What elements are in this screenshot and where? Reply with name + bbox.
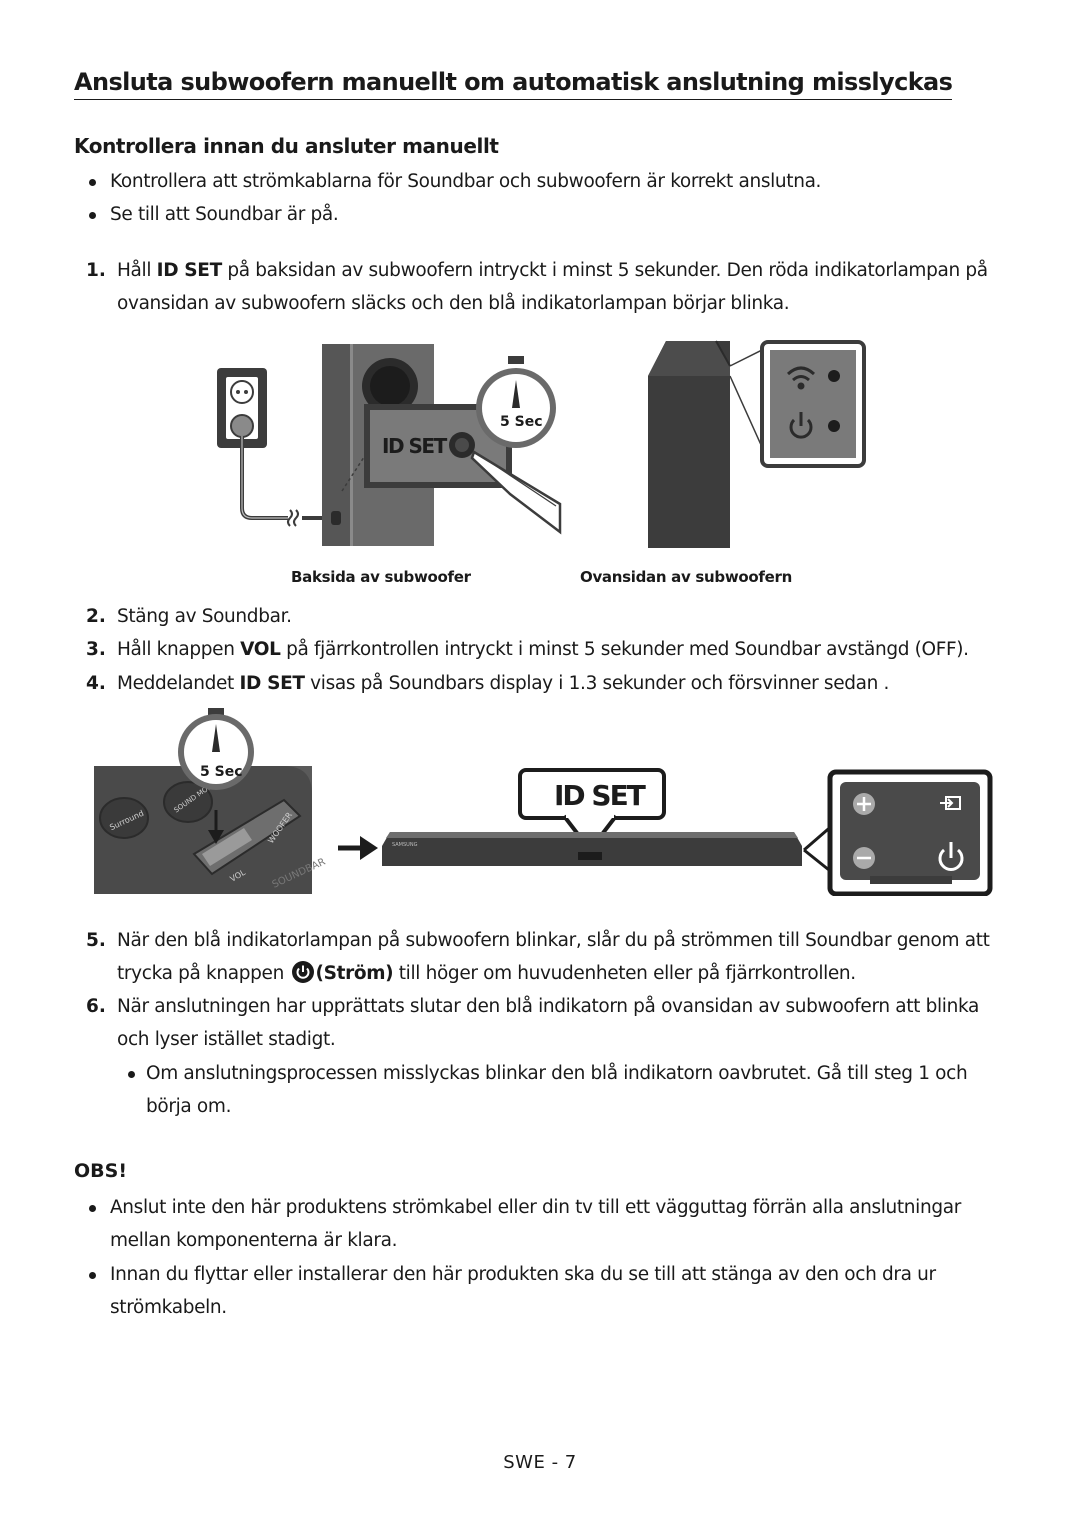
subwoofer-figure: ID SET 5 Sec <box>217 340 866 548</box>
power-icon <box>291 961 314 983</box>
step-number: 6. <box>86 996 106 1017</box>
step-6-text: När anslutningen har upprättats slutar d… <box>117 996 979 1017</box>
step-1-text: Håll ID SET på baksidan av subwoofern in… <box>117 260 988 281</box>
caption-back: Baksida av subwoofer <box>291 568 471 586</box>
step-5-text: När den blå indikatorlampan på subwoofer… <box>117 930 990 951</box>
step-5-text-cont: trycka på knappen (Ström) till höger om … <box>117 961 856 984</box>
step-number: 3. <box>86 639 106 660</box>
page-title: Ansluta subwoofern manuellt om automatis… <box>74 68 953 100</box>
obs-heading: OBS! <box>74 1160 127 1182</box>
obs-note-1-cont: mellan komponenterna är klara. <box>110 1230 398 1251</box>
plus-icon <box>853 793 875 815</box>
indicator-dot <box>828 420 840 432</box>
step-6-text-cont: och lyser istället stadigt. <box>117 1029 336 1050</box>
step-number: 2. <box>86 606 106 627</box>
step-2-text: Stäng av Soundbar. <box>117 606 292 627</box>
id-set-label: ID SET <box>382 434 448 458</box>
page-number: SWE - 7 <box>503 1452 577 1473</box>
timer-label: 5 Sec <box>200 764 243 780</box>
power-icon <box>789 412 813 439</box>
step-3-text: Håll knappen VOL på fjärrkontrollen intr… <box>117 639 969 660</box>
obs-note-1: Anslut inte den här produktens strömkabe… <box>110 1197 961 1218</box>
bullet-icon <box>89 1272 96 1279</box>
step-4-text: Meddelandet ID SET visas på Soundbars di… <box>117 673 890 694</box>
caption-top: Ovansidan av subwoofern <box>580 568 792 586</box>
bullet-icon <box>128 1071 135 1078</box>
stopwatch-icon: 5 Sec <box>476 356 556 448</box>
section-heading: Kontrollera innan du ansluter manuellt <box>74 134 499 158</box>
obs-note-2: Innan du flyttar eller installerar den h… <box>110 1264 936 1285</box>
check-item-2: Se till att Soundbar är på. <box>110 204 339 225</box>
bullet-icon <box>89 179 96 186</box>
bullet-icon <box>89 212 96 219</box>
source-icon <box>940 796 961 810</box>
minus-icon <box>853 847 875 869</box>
display-callout: ID SET <box>518 768 666 854</box>
step-6-note: Om anslutningsprocessen misslyckas blink… <box>146 1063 968 1084</box>
display-id-set: ID SET <box>554 779 646 812</box>
step-number: 4. <box>86 673 106 694</box>
check-item-1: Kontrollera att strömkablarna för Soundb… <box>110 171 822 192</box>
obs-note-2-cont: strömkabeln. <box>110 1297 227 1318</box>
stopwatch-icon: 5 Sec <box>178 708 254 790</box>
wifi-icon <box>786 366 816 390</box>
step-number: 5. <box>86 930 106 951</box>
step-1-text-cont: ovansidan av subwoofern släcks och den b… <box>117 293 790 314</box>
indicator-dot <box>828 370 840 382</box>
step-6-note-cont: börja om. <box>146 1096 232 1117</box>
step-number: 1. <box>86 260 106 281</box>
brand-label: SAMSUNG <box>392 842 418 848</box>
timer-label: 5 Sec <box>500 414 543 430</box>
bullet-icon <box>89 1205 96 1212</box>
remote-soundbar-figure: Surround SOUND MODE WOOFER VOL SOUNDBAR … <box>94 708 993 896</box>
power-icon <box>938 842 964 871</box>
remote-control-icon: Surround SOUND MODE WOOFER VOL SOUNDBAR <box>94 766 327 894</box>
soundbar-icon: SAMSUNG <box>382 832 802 866</box>
